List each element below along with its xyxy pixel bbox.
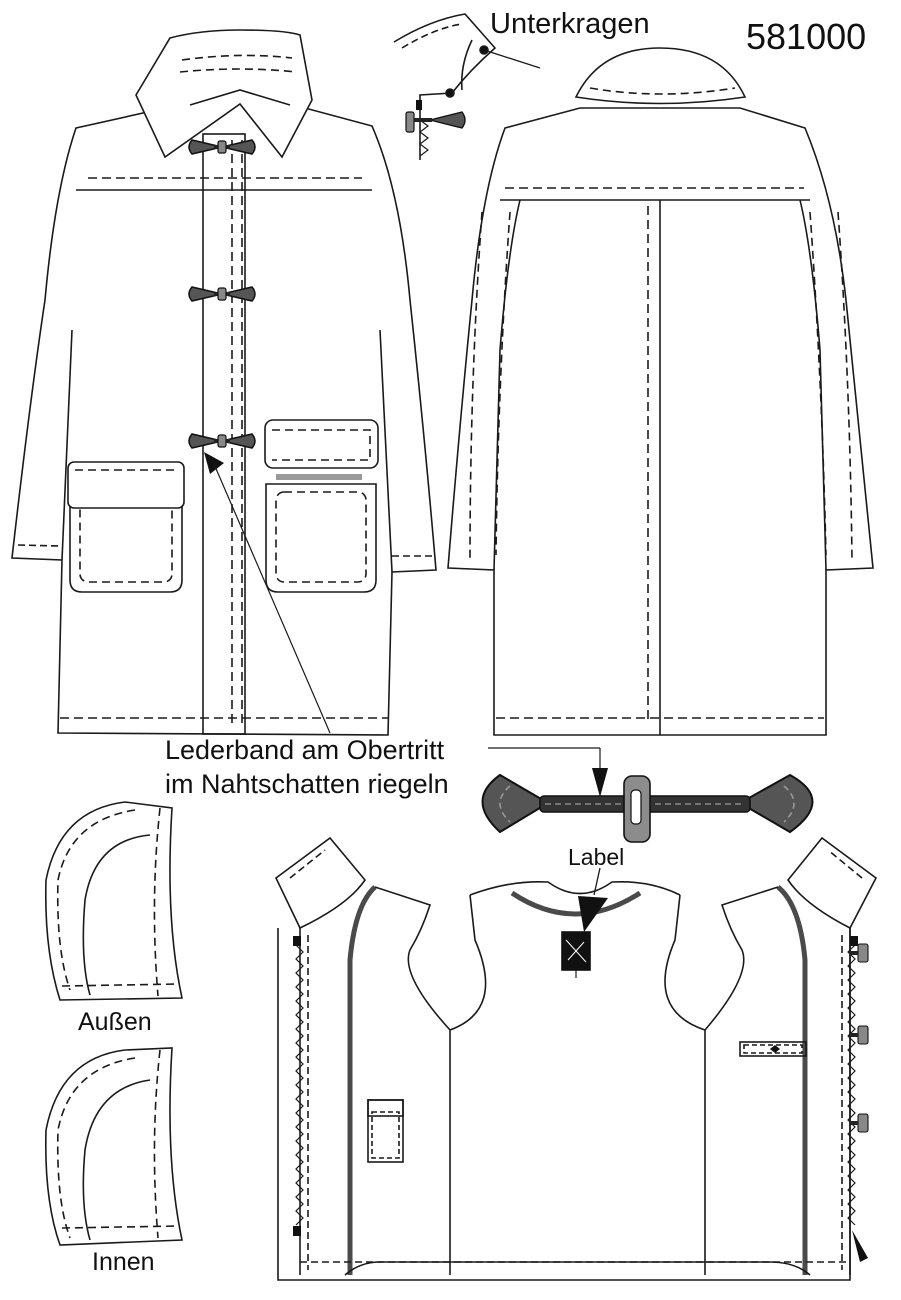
front-pocket-right [265, 483, 377, 593]
zipper-icon [847, 944, 856, 1226]
front-pocket-left [69, 491, 183, 593]
hood-inner-piece [44, 1047, 183, 1246]
front-coat-body [11, 103, 437, 736]
front-coat-view [11, 29, 437, 736]
hood-inner-label: Innen [92, 1248, 155, 1276]
lining-inside-view [274, 836, 878, 1281]
front-pocket-right-flap [264, 419, 379, 469]
front-placket [202, 133, 246, 735]
toggle-button-icon [187, 432, 257, 450]
clothing-label-icon [561, 867, 608, 978]
front-collar [135, 29, 313, 159]
toggle-button-icon [187, 138, 257, 156]
toggle-detail-large [481, 747, 814, 843]
hood-outer-label: Außen [78, 1008, 152, 1036]
toggle-button-icon [850, 943, 869, 1133]
toggle-button-icon [187, 285, 257, 303]
label-callout: Label [568, 844, 625, 870]
model-number: 581000 [746, 16, 867, 57]
leather-strap-note-line2: im Nahtschatten riegeln [165, 769, 449, 799]
under-collar-label: Unterkragen [490, 8, 650, 40]
back-coat-view [447, 47, 874, 736]
under-collar-detail [393, 13, 541, 160]
toggle-button-icon [405, 100, 466, 133]
zipper-icon [295, 944, 304, 1226]
front-pocket-left-flap [67, 461, 185, 509]
hood-outer-piece [44, 801, 183, 1001]
leather-strap-note-line1: Lederband am Obertritt [165, 735, 445, 765]
